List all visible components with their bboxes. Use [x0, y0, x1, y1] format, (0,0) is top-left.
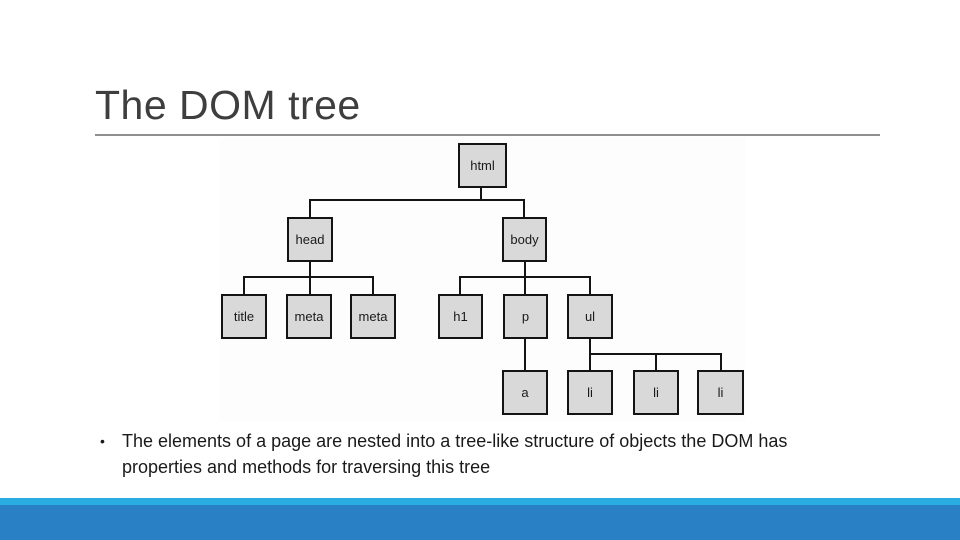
dom-node-ul: ul — [567, 294, 613, 339]
tree-edge — [372, 276, 374, 294]
dom-node-head: head — [287, 217, 333, 262]
bullet-marker: • — [100, 433, 105, 449]
tree-edge — [459, 276, 591, 278]
tree-edge — [523, 199, 525, 217]
tree-edge — [524, 262, 526, 294]
bullet-text: The elements of a page are nested into a… — [122, 428, 787, 480]
dom-node-body: body — [502, 217, 547, 262]
tree-edge — [589, 276, 591, 294]
dom-node-meta: meta — [350, 294, 396, 339]
dom-node-li: li — [697, 370, 744, 415]
dom-node-html: html — [458, 143, 507, 188]
tree-edge — [309, 199, 525, 201]
tree-edge — [480, 188, 482, 201]
footer-band — [0, 505, 960, 540]
page-title: The DOM tree — [95, 82, 361, 128]
tree-edge — [243, 276, 374, 278]
title-underline — [95, 134, 880, 136]
tree-edge — [243, 276, 245, 294]
dom-node-li: li — [633, 370, 679, 415]
tree-edge — [655, 353, 657, 370]
footer-accent-stripe — [0, 498, 960, 505]
bullet-line-2: properties and methods for traversing th… — [122, 457, 491, 477]
tree-edge — [309, 199, 311, 217]
dom-node-p: p — [503, 294, 548, 339]
tree-edge — [309, 262, 311, 294]
dom-node-title: title — [221, 294, 267, 339]
dom-node-li: li — [567, 370, 613, 415]
dom-node-h1: h1 — [438, 294, 483, 339]
bullet-line-1: The elements of a page are nested into a… — [122, 431, 788, 451]
tree-edge — [459, 276, 461, 294]
tree-edge — [524, 339, 526, 370]
bullet-item: • The elements of a page are nested into… — [100, 428, 787, 480]
dom-node-a: a — [502, 370, 548, 415]
dom-node-meta: meta — [286, 294, 332, 339]
tree-edge — [720, 353, 722, 370]
